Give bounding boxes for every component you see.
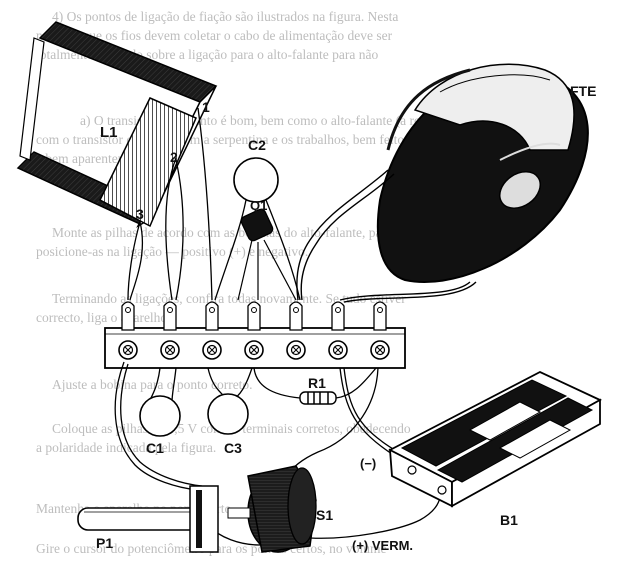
label-r1: R1 [308,375,326,391]
bg-text-line: posicione-as na ligação — positivo (+) e… [36,244,309,259]
screw-slot [376,346,384,354]
solder-lug [205,301,219,331]
terminal-strip [104,301,406,369]
solder-lug [331,301,345,331]
label-c2: C2 [248,137,266,153]
label-positive-red: (+) VERM. [352,538,413,553]
lug-hole [209,307,215,313]
bg-text-line: Monte as pilhas de acordo com as bobinas… [52,225,393,240]
potentiometer-p1 [77,465,317,553]
ferrite-antenna-l1 [16,21,218,228]
label-l1: L1 [100,124,118,141]
label-b1: B1 [500,512,518,528]
lug-hole [125,307,131,313]
bg-text-line: correcto, liga o aparelho. [36,310,171,325]
label-c3: C3 [224,440,242,456]
transistor-q1 [237,208,297,301]
coil-wires [127,107,213,301]
screw-slot [334,346,342,354]
lug-hole [167,307,173,313]
label-coil-tap-1: 1 [202,99,210,115]
capacitor-c1 [139,367,181,437]
label-coil-tap-3: 3 [136,206,144,222]
label-negative: (−) [360,456,376,471]
capacitor-c3 [207,367,253,435]
solder-lug [163,301,177,331]
bg-text-line: a polaridade indicada pela figura. [36,440,217,455]
resistor-r1 [253,367,377,405]
component-labels: L1 1 2 3 C2 Q1 FTE R1 C1 C3 P1 S1 B1 (−)… [96,83,596,553]
bg-text-line: 4) Os pontos de ligação de fiação são il… [52,9,399,24]
solder-lug [289,301,303,331]
label-fte: FTE [570,83,596,99]
lug-hole [251,307,257,313]
label-s1: S1 [316,507,333,523]
screw-slot [292,346,300,354]
screw-slot [166,346,174,354]
solder-lug [373,301,387,331]
bg-text-line: Terminando as ligações, confira todas no… [52,291,406,306]
lug-hole [293,307,299,313]
screw-slot [250,346,258,354]
bg-text-line: note em que os fios devem coletar o cabo… [36,28,393,43]
solder-lug [247,301,261,331]
lug-hole [377,307,383,313]
screw-slot [124,346,132,354]
lug-hole [335,307,341,313]
label-coil-tap-2: 2 [170,149,178,165]
speaker-fte [376,63,589,283]
battery-holder-b1 [388,370,602,508]
bg-text-line: Ajuste a bobina para o ponto correto. [52,377,253,392]
solder-lug [121,301,135,331]
label-q1: Q1 [250,198,267,213]
label-p1: P1 [96,535,113,551]
label-c1: C1 [146,440,164,456]
speaker-leads [296,169,477,303]
screw-slot [208,346,216,354]
